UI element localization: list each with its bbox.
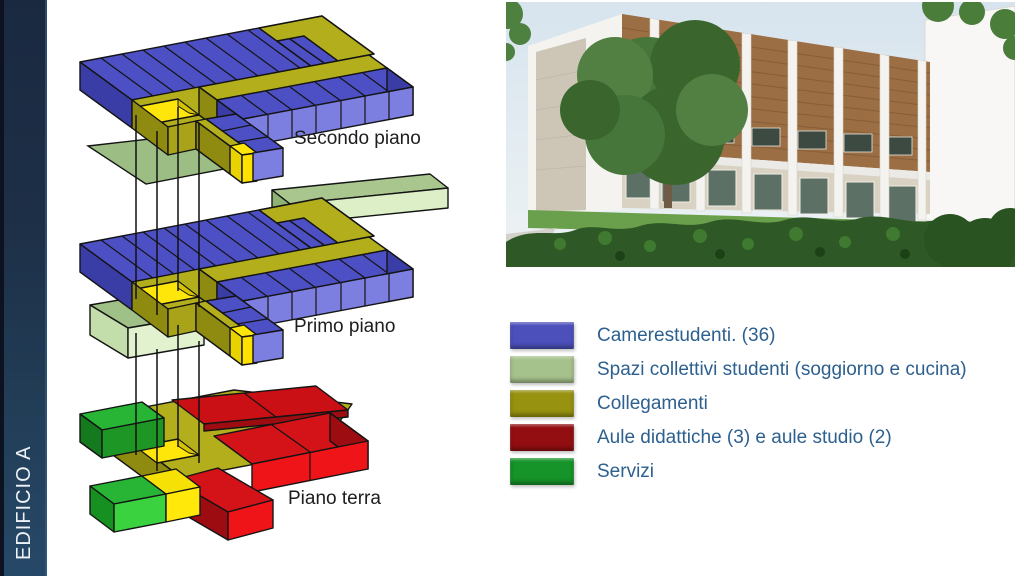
legend-swatch-servizi [510, 458, 574, 485]
terra-services-back-box [79, 401, 165, 459]
legend-swatch-aule [510, 424, 574, 451]
photo-leaves-top-left [506, 2, 531, 61]
legend-row-camere: Camerestudenti. (36) [510, 322, 967, 349]
shaft-lines-upper [135, 107, 200, 315]
sidebar-edificio: EDIFICIO A [0, 0, 47, 576]
terra-services-front-boxes [89, 468, 201, 533]
label-secondo-piano: Secondo piano [294, 128, 421, 149]
floor-secondo-diagram [79, 15, 414, 185]
shaft-lines-lower [135, 325, 200, 471]
terra-classrooms-back [171, 385, 349, 432]
photo-leaves-top-right [922, 2, 1015, 60]
legend: Camerestudenti. (36) Spazi collettivi st… [510, 322, 967, 492]
legend-label-camere: Camerestudenti. (36) [597, 324, 776, 346]
photo-hedge-leaves [554, 227, 944, 261]
legend-label-collegamenti: Collegamenti [597, 392, 708, 414]
floor-terra-diagram [79, 385, 369, 541]
photo-stone-panel [536, 38, 586, 212]
legend-row-spazi: Spazi collettivi studenti (soggiorno e c… [510, 356, 967, 383]
legend-label-spazi: Spazi collettivi studenti (soggiorno e c… [597, 358, 967, 380]
building-render-photo [506, 2, 1015, 267]
label-piano-terra: Piano terra [288, 488, 381, 509]
legend-row-aule: Aule didattiche (3) e aule studio (2) [510, 424, 967, 451]
legend-row-servizi: Servizi [510, 458, 967, 485]
photo-hedge [506, 216, 1015, 267]
legend-swatch-collegamenti [510, 390, 574, 417]
legend-label-aule: Aule didattiche (3) e aule studio (2) [597, 426, 892, 448]
label-primo-piano: Primo piano [294, 316, 396, 337]
legend-label-servizi: Servizi [597, 460, 655, 482]
photo-white-building-right [924, 5, 1015, 243]
photo-tree [560, 20, 748, 208]
sidebar-title: EDIFICIO A [13, 445, 35, 560]
legend-swatch-camere [510, 322, 574, 349]
terra-classrooms-front-right [213, 412, 369, 493]
exploded-axonometric-diagram [79, 15, 449, 541]
legend-swatch-spazi [510, 356, 574, 383]
floor-primo-diagram [79, 173, 449, 366]
legend-row-collegamenti: Collegamenti [510, 390, 967, 417]
photo-foliage-right [924, 208, 1015, 267]
